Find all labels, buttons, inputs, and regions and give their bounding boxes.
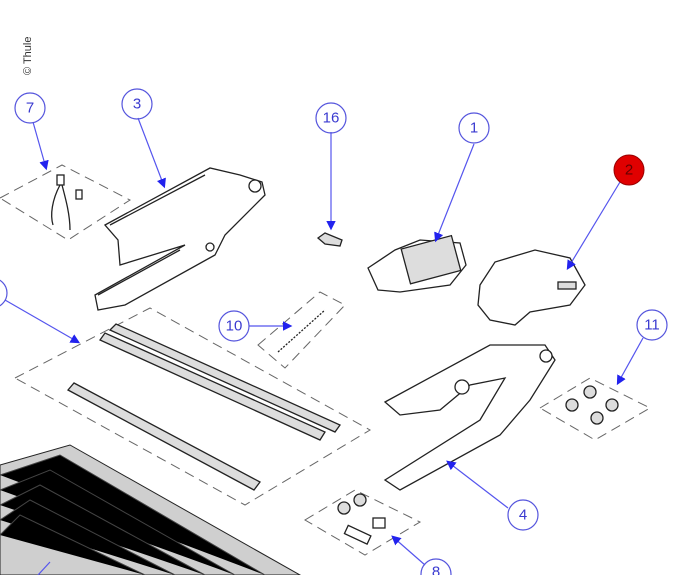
- callout-10[interactable]: 10: [218, 310, 250, 342]
- callout-1[interactable]: 1: [458, 112, 490, 144]
- part-4-arm[interactable]: [383, 344, 556, 491]
- part-16-bolt[interactable]: [316, 232, 343, 247]
- rails-kit[interactable]: [13, 307, 372, 506]
- callout-11[interactable]: 11: [636, 309, 668, 341]
- part-8-bushings[interactable]: [304, 489, 422, 556]
- callout-cut-left[interactable]: [0, 278, 8, 308]
- svg-text:16: 16: [323, 110, 340, 127]
- svg-text:7: 7: [26, 100, 34, 117]
- callout-4[interactable]: 4: [507, 499, 539, 531]
- svg-text:4: 4: [519, 507, 527, 524]
- part-7-wiring-kit[interactable]: [0, 164, 131, 241]
- svg-text:10: 10: [226, 318, 243, 335]
- callout-7[interactable]: 7: [14, 92, 46, 124]
- callout-16[interactable]: 16: [315, 102, 347, 134]
- part-10-spring[interactable]: [257, 291, 346, 369]
- part-1-motor[interactable]: [367, 234, 467, 293]
- svg-text:2: 2: [625, 162, 633, 179]
- svg-text:8: 8: [432, 564, 440, 575]
- step-plate: [0, 444, 302, 575]
- svg-text:3: 3: [133, 96, 141, 113]
- part-11-caps[interactable]: [539, 377, 652, 441]
- callout-2[interactable]: 2: [613, 154, 645, 186]
- callout-8[interactable]: 8: [420, 558, 452, 575]
- part-3-bracket[interactable]: [94, 167, 266, 311]
- svg-text:1: 1: [470, 120, 478, 137]
- callout-3[interactable]: 3: [121, 88, 153, 120]
- svg-text:11: 11: [644, 317, 660, 334]
- part-2-cover[interactable]: [477, 249, 586, 326]
